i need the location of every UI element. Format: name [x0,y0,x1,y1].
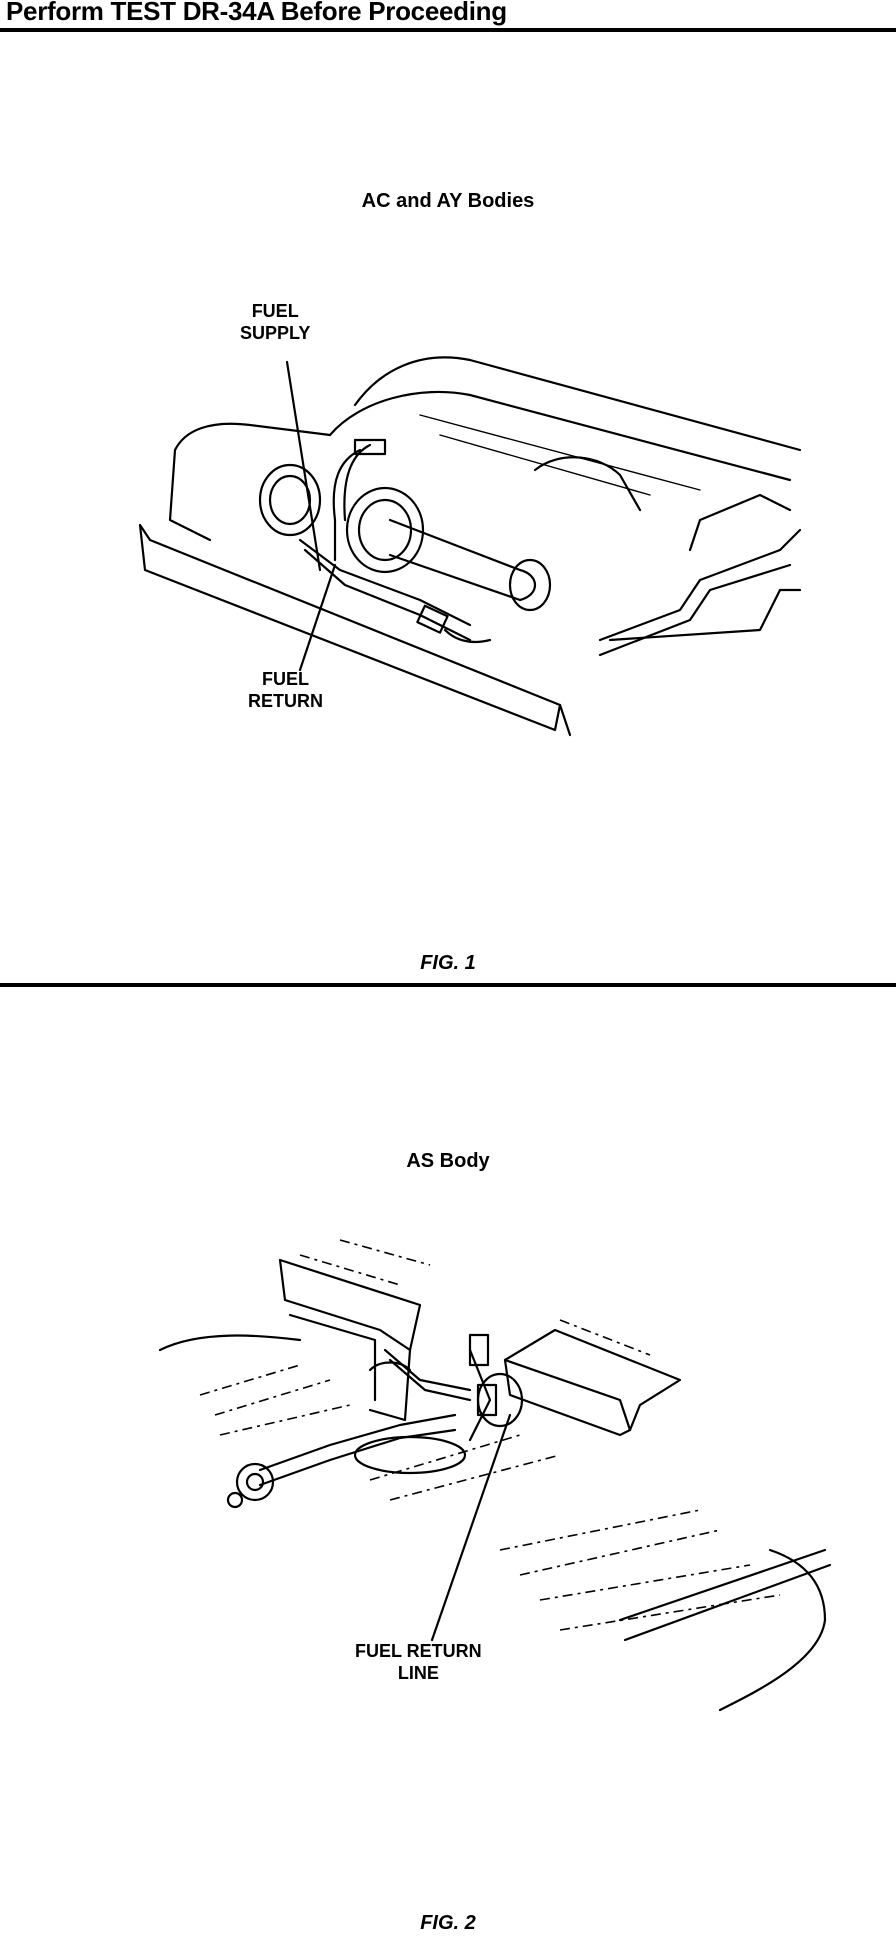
figure2-caption: AS Body [406,1150,490,1172]
figure1-caption: AC and AY Bodies [361,190,535,212]
label-fuel-supply-line2: SUPPLY [240,323,311,343]
label-fuel-return-line-line2: LINE [397,1663,439,1683]
label-fuel-return-line-line1: FUEL RETURN [355,1641,482,1661]
label-fuel-return-line: FUEL RETURN LINE [355,1640,482,1684]
label-fuel-return-line2: RETURN [248,691,323,711]
figure2-label: FIG. 2 [420,1912,476,1934]
label-fuel-supply-line1: FUEL [251,301,299,321]
figure1-fuel-tank-illustration [138,356,802,737]
figure-divider-rule [0,983,896,987]
figure1-label: FIG. 1 [420,952,476,974]
label-fuel-return: FUEL RETURN [248,668,323,712]
figure2-fuel-tank-illustration [158,1239,832,1712]
page-header-title: Perform TEST DR-34A Before Proceeding [6,0,507,26]
label-fuel-supply: FUEL SUPPLY [240,300,310,344]
header-rule [0,28,896,32]
label-fuel-return-line1: FUEL [262,669,309,689]
